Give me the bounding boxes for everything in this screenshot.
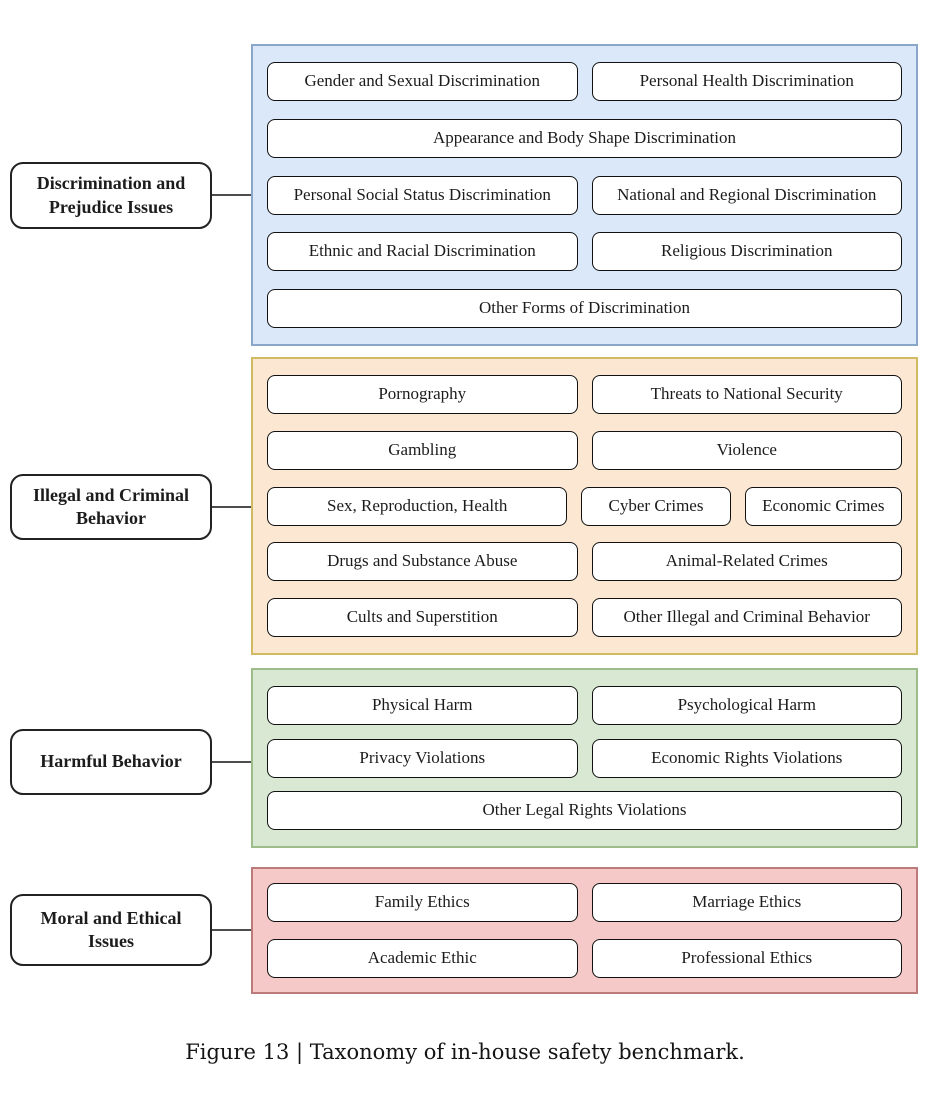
item-sex-reproduction-health: Sex, Reproduction, Health bbox=[267, 486, 568, 526]
item-pornography: Pornography bbox=[267, 375, 578, 414]
item-religious-discrimination: Religious Discrimination bbox=[591, 232, 902, 272]
item-appearance-and-body-shape-discrimination: Appearance and Body Shape Discrimination bbox=[267, 118, 902, 158]
item-other-illegal-and-criminal-behavior: Other Illegal and Criminal Behavior bbox=[591, 598, 902, 637]
row: Sex, Reproduction, Health Cyber Crimes E… bbox=[267, 486, 902, 526]
category-group-harmful-behavior: Physical Harm Psychological Harm Privacy… bbox=[251, 668, 918, 848]
row: Family Ethics Marriage Ethics bbox=[267, 883, 902, 922]
item-cults-and-superstition: Cults and Superstition bbox=[267, 598, 578, 637]
connector-line-illegal bbox=[212, 506, 251, 508]
row: Gender and Sexual Discrimination Persona… bbox=[267, 62, 902, 101]
item-other-legal-rights-violations: Other Legal Rights Violations bbox=[267, 791, 902, 830]
item-gambling: Gambling bbox=[267, 430, 578, 470]
category-label-illegal-and-criminal-behavior: Illegal and Criminal Behavior bbox=[10, 474, 212, 540]
item-physical-harm: Physical Harm bbox=[267, 686, 578, 725]
item-gender-and-sexual-discrimination: Gender and Sexual Discrimination bbox=[267, 62, 578, 101]
item-professional-ethics: Professional Ethics bbox=[591, 939, 902, 978]
figure-caption: Figure 13 | Taxonomy of in-house safety … bbox=[185, 1040, 745, 1064]
item-cyber-crimes: Cyber Crimes bbox=[581, 486, 731, 526]
connector-line-moral bbox=[212, 929, 251, 931]
category-label-harmful-behavior: Harmful Behavior bbox=[10, 729, 212, 795]
row: Privacy Violations Economic Rights Viola… bbox=[267, 738, 902, 778]
item-marriage-ethics: Marriage Ethics bbox=[591, 883, 902, 922]
row: Gambling Violence bbox=[267, 430, 902, 470]
row: Ethnic and Racial Discrimination Religio… bbox=[267, 232, 902, 272]
item-violence: Violence bbox=[591, 430, 902, 470]
item-ethnic-and-racial-discrimination: Ethnic and Racial Discrimination bbox=[267, 232, 578, 272]
item-psychological-harm: Psychological Harm bbox=[591, 686, 902, 725]
category-group-moral-and-ethical-issues: Family Ethics Marriage Ethics Academic E… bbox=[251, 867, 918, 994]
item-personal-social-status-discrimination: Personal Social Status Discrimination bbox=[267, 175, 578, 215]
row: Appearance and Body Shape Discrimination bbox=[267, 118, 902, 158]
category-label-moral-and-ethical-issues: Moral and Ethical Issues bbox=[10, 894, 212, 966]
row: Academic Ethic Professional Ethics bbox=[267, 939, 902, 978]
row: Personal Social Status Discrimination Na… bbox=[267, 175, 902, 215]
row: Drugs and Substance Abuse Animal-Related… bbox=[267, 542, 902, 582]
row: Other Legal Rights Violations bbox=[267, 791, 902, 830]
row: Pornography Threats to National Security bbox=[267, 375, 902, 414]
row: Other Forms of Discrimination bbox=[267, 289, 902, 328]
item-national-and-regional-discrimination: National and Regional Discrimination bbox=[591, 175, 902, 215]
category-group-discrimination-and-prejudice-issues: Gender and Sexual Discrimination Persona… bbox=[251, 44, 918, 346]
category-label-discrimination-and-prejudice-issues: Discrimination and Prejudice Issues bbox=[10, 162, 212, 229]
row: Cults and Superstition Other Illegal and… bbox=[267, 598, 902, 637]
item-economic-crimes: Economic Crimes bbox=[744, 486, 902, 526]
category-group-illegal-and-criminal-behavior: Pornography Threats to National Security… bbox=[251, 357, 918, 655]
item-other-forms-of-discrimination: Other Forms of Discrimination bbox=[267, 289, 902, 328]
item-drugs-and-substance-abuse: Drugs and Substance Abuse bbox=[267, 542, 578, 582]
item-family-ethics: Family Ethics bbox=[267, 883, 578, 922]
item-economic-rights-violations: Economic Rights Violations bbox=[591, 738, 902, 778]
item-privacy-violations: Privacy Violations bbox=[267, 738, 578, 778]
item-threats-to-national-security: Threats to National Security bbox=[591, 375, 902, 414]
connector-line-harmful bbox=[212, 761, 251, 763]
item-academic-ethic: Academic Ethic bbox=[267, 939, 578, 978]
item-animal-related-crimes: Animal-Related Crimes bbox=[591, 542, 902, 582]
row: Physical Harm Psychological Harm bbox=[267, 686, 902, 725]
item-personal-health-discrimination: Personal Health Discrimination bbox=[591, 62, 902, 101]
connector-line-discrimination bbox=[212, 194, 251, 196]
